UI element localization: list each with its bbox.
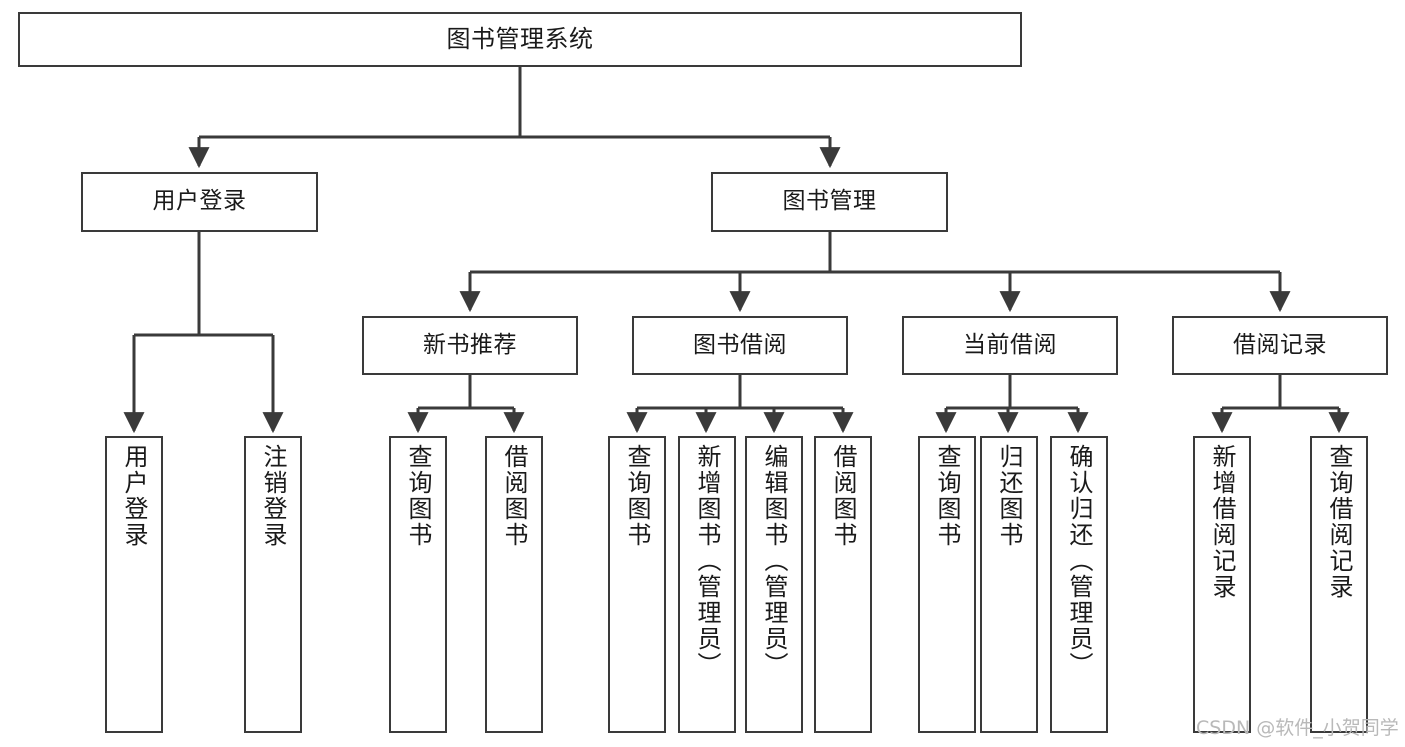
leaf-book-borrow-borrow-book[interactable]: 借阅图书 — [814, 436, 872, 733]
node-label: 确认归还（管理员） — [1065, 444, 1093, 678]
node-label: 查询借阅记录 — [1325, 444, 1353, 600]
node-new-book-recommend[interactable]: 新书推荐 — [362, 316, 578, 375]
node-label: 借阅图书 — [500, 444, 528, 548]
leaf-new-book-query-book[interactable]: 查询图书 — [389, 436, 447, 733]
leaf-book-borrow-edit-book-admin[interactable]: 编辑图书（管理员） — [745, 436, 803, 733]
watermark-text: CSDN @软件_小贺同学 — [1196, 717, 1399, 739]
node-book-management[interactable]: 图书管理 — [711, 172, 948, 232]
node-root-book-management-system[interactable]: 图书管理系统 — [18, 12, 1022, 67]
node-label: 编辑图书（管理员） — [760, 444, 788, 678]
node-label: 用户登录 — [120, 444, 148, 548]
node-label: 新增图书（管理员） — [693, 444, 721, 678]
node-label: 用户登录 — [152, 188, 247, 215]
leaf-new-book-borrow-book[interactable]: 借阅图书 — [485, 436, 543, 733]
csdn-watermark: CSDN @软件_小贺同学 — [1196, 713, 1399, 740]
node-label: 新书推荐 — [423, 331, 517, 358]
node-user-login[interactable]: 用户登录 — [81, 172, 318, 232]
leaf-current-borrow-query-book[interactable]: 查询图书 — [918, 436, 976, 733]
node-label: 图书管理系统 — [446, 25, 594, 54]
leaf-borrow-record-add-record[interactable]: 新增借阅记录 — [1193, 436, 1251, 733]
node-label: 借阅记录 — [1233, 331, 1327, 358]
node-book-borrow[interactable]: 图书借阅 — [632, 316, 848, 375]
leaf-current-borrow-return-book[interactable]: 归还图书 — [980, 436, 1038, 733]
node-label: 归还图书 — [995, 444, 1023, 548]
node-label: 查询图书 — [404, 444, 432, 548]
node-label: 图书借阅 — [693, 331, 787, 358]
leaf-user-login-login[interactable]: 用户登录 — [105, 436, 163, 733]
node-label: 借阅图书 — [829, 444, 857, 548]
leaf-book-borrow-add-book-admin[interactable]: 新增图书（管理员） — [678, 436, 736, 733]
node-label: 注销登录 — [259, 444, 287, 548]
leaf-borrow-record-query-record[interactable]: 查询借阅记录 — [1310, 436, 1368, 733]
node-label: 查询图书 — [623, 444, 651, 548]
node-label: 新增借阅记录 — [1208, 444, 1236, 600]
node-borrow-record[interactable]: 借阅记录 — [1172, 316, 1388, 375]
node-label: 图书管理 — [782, 188, 877, 215]
node-current-borrow[interactable]: 当前借阅 — [902, 316, 1118, 375]
leaf-book-borrow-query-book[interactable]: 查询图书 — [608, 436, 666, 733]
node-label: 当前借阅 — [963, 331, 1057, 358]
leaf-current-borrow-confirm-return-admin[interactable]: 确认归还（管理员） — [1050, 436, 1108, 733]
node-label: 查询图书 — [933, 444, 961, 548]
leaf-user-login-logout[interactable]: 注销登录 — [244, 436, 302, 733]
